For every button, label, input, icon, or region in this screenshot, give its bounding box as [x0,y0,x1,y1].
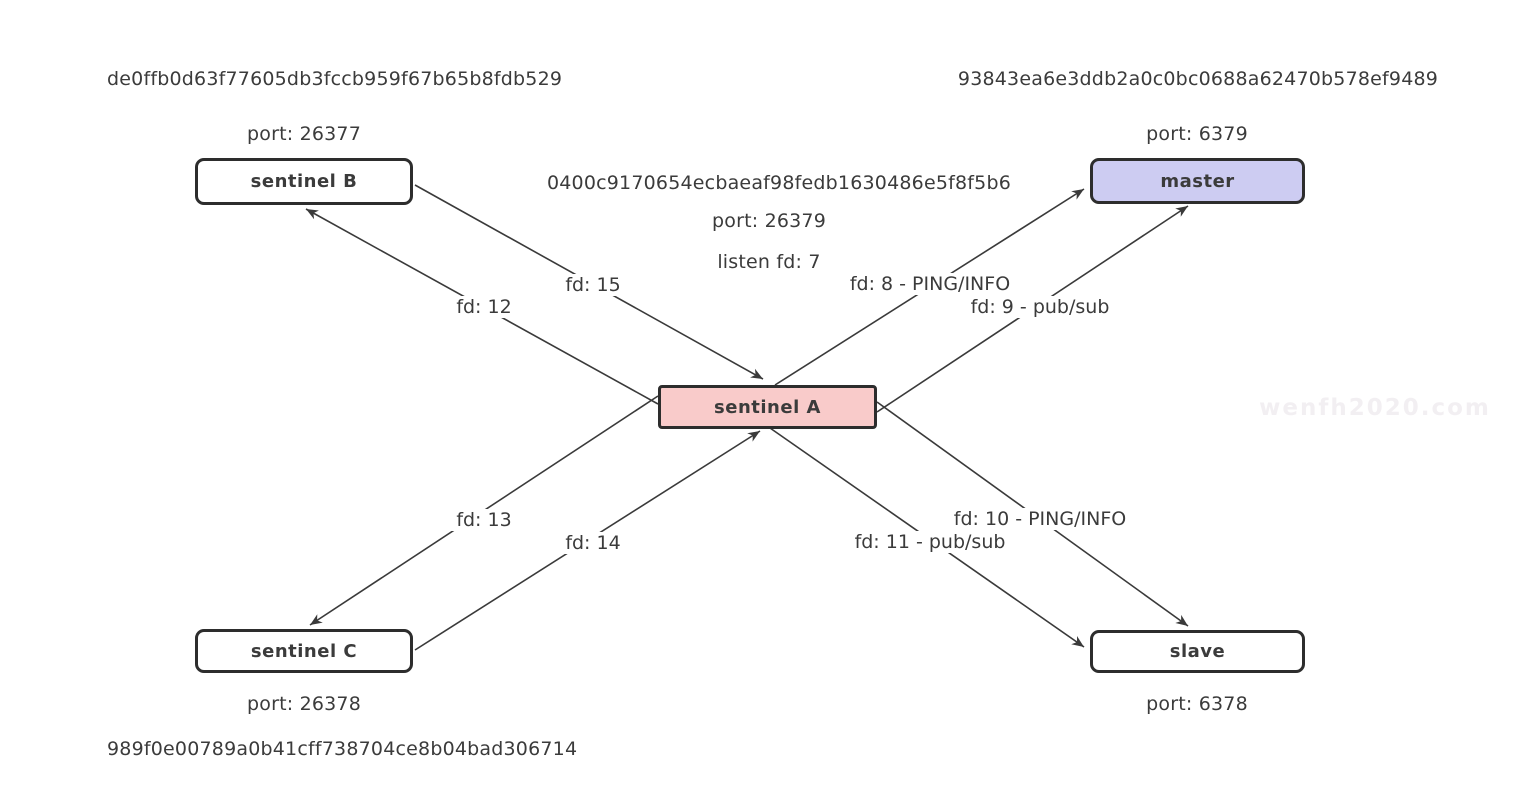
edge-label-fd14: fd: 14 [560,532,626,554]
node-master: master [1090,158,1305,204]
hash-sentinel-c: 989f0e00789a0b41cff738704ce8b04bad306714 [107,738,578,760]
port-label-sentinel-b: port: 26377 [246,123,362,145]
watermark: wenfh2020.com [1259,395,1491,421]
hash-sentinel-b: de0ffb0d63f77605db3fccb959f67b65b8fdb529 [107,68,563,90]
node-sentinel-b: sentinel B [195,158,413,205]
node-sentinel-a: sentinel A [658,385,877,429]
port-label-slave: port: 6378 [1146,693,1248,715]
edge-label-fd12: fd: 12 [451,296,517,318]
node-slave: slave [1090,630,1305,673]
edge-label-fd15: fd: 15 [560,274,626,296]
node-sentinel-b-label: sentinel B [250,171,358,192]
node-slave-label: slave [1169,641,1226,662]
port-label-sentinel-a: port: 26379 [711,210,827,232]
hash-sentinel-a: 0400c9170654ecbaeaf98fedb1630486e5f8f5b6 [546,172,1012,194]
edge-label-fd8: fd: 8 - PING/INFO [844,273,1016,295]
edge-label-fd9: fd: 9 - pub/sub [965,296,1115,318]
edge-label-fd10: fd: 10 - PING/INFO [948,508,1132,530]
listen-fd-label-sentinel-a: listen fd: 7 [717,251,821,273]
port-label-master: port: 6379 [1146,123,1248,145]
node-sentinel-c: sentinel C [195,629,413,673]
node-sentinel-c-label: sentinel C [250,640,358,662]
edge-label-fd13: fd: 13 [451,509,517,531]
hash-master: 93843ea6e3ddb2a0c0bc0688a62470b578ef9489 [957,68,1439,90]
node-master-label: master [1160,170,1235,192]
edge-label-fd11: fd: 11 - pub/sub [849,531,1011,553]
node-sentinel-a-label: sentinel A [714,396,821,418]
port-label-sentinel-c: port: 26378 [246,693,362,715]
